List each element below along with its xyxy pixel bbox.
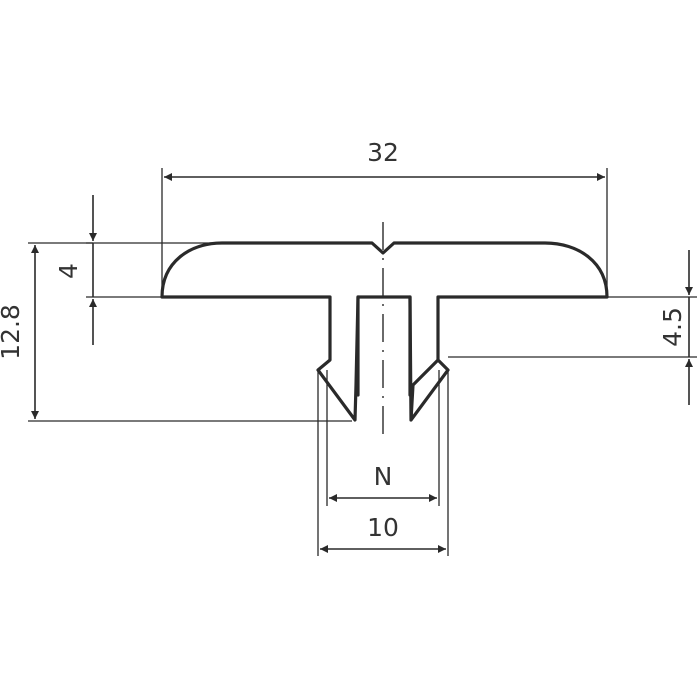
t-profile-outline [160, 241, 609, 422]
dim-label-12-8: 12.8 [0, 304, 25, 360]
dim-label-10: 10 [367, 513, 399, 542]
dim-label-n: N [374, 462, 393, 491]
dim-label-32: 32 [367, 138, 399, 167]
dim-label-4-5: 4.5 [658, 307, 687, 347]
dim-label-4: 4 [54, 263, 83, 279]
